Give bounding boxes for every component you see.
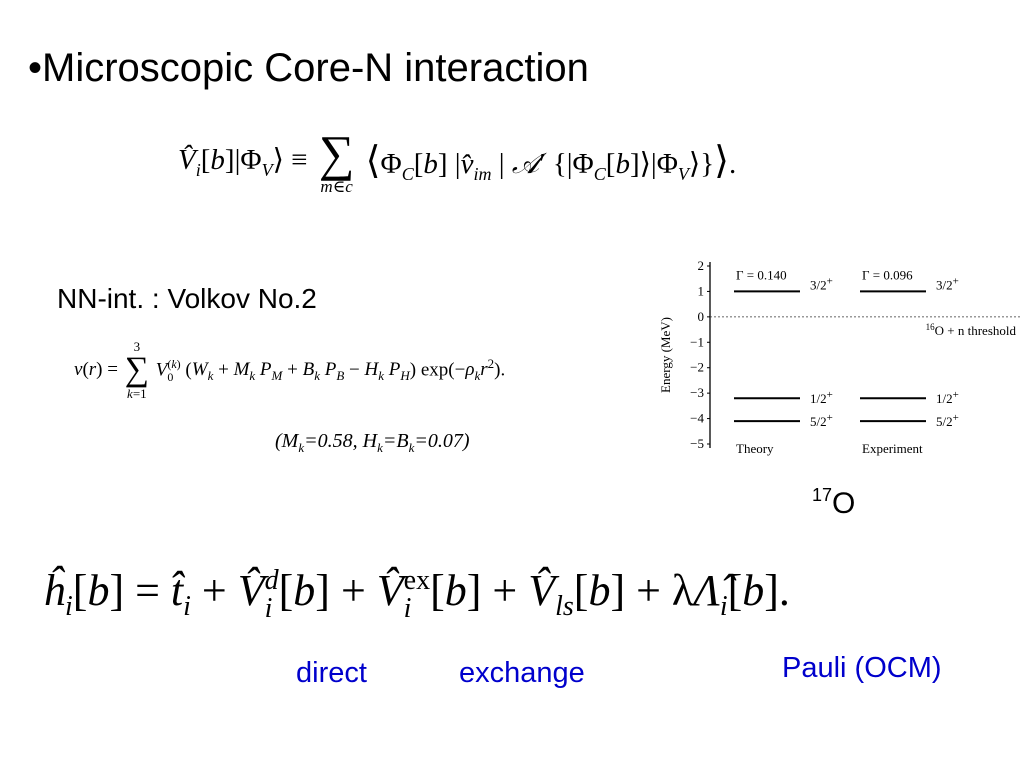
nn-interaction-label: NN-int. : Volkov No.2 xyxy=(57,283,317,314)
isotope-symbol: O xyxy=(832,487,856,520)
column-label: Theory xyxy=(736,441,774,456)
equation-core-potential: V̂i[b]|ΦV⟩ ≡ ∑ m∈c ⟨ΦC[b] |v̂im | 𝒜′ {|Φ… xyxy=(178,125,737,196)
energy-level-chart: 2 1 0 −1 −2 −3 −4 −5 Energy (MeV) 16O + n thresho… xyxy=(658,258,1022,456)
level-width-label: Γ = 0.096 xyxy=(862,267,913,282)
level-jp-label: 3/2+ xyxy=(936,275,959,292)
y-tick-label: −1 xyxy=(690,334,704,349)
y-axis-label: Energy (MeV) xyxy=(658,317,673,393)
isotope-mass: 17 xyxy=(812,485,833,505)
exchange-term-label: exchange xyxy=(459,657,585,689)
y-tick-label: −4 xyxy=(690,411,704,426)
equation-volkov: v(r) = 3 ∑ k=1 V(k)0 (Wk + Mk PM + Bk PB… xyxy=(74,339,506,401)
y-tick-label: −5 xyxy=(690,436,704,451)
direct-term-label: direct xyxy=(296,657,367,689)
volkov-parameters: (Mk=0.58, Hk=Bk=0.07) xyxy=(275,430,470,455)
level-jp-label: 1/2+ xyxy=(936,389,959,406)
y-tick-label: 2 xyxy=(698,258,705,273)
y-tick-label: −2 xyxy=(690,360,704,375)
pauli-term-label: Pauli (OCM) xyxy=(782,652,942,684)
level-jp-label: 5/2+ xyxy=(810,412,833,429)
level-jp-label: 1/2+ xyxy=(810,389,833,406)
threshold-label: 16O + n threshold xyxy=(926,322,1017,338)
y-tick-label: 0 xyxy=(698,309,705,324)
level-jp-label: 5/2+ xyxy=(936,412,959,429)
level-jp-label: 3/2+ xyxy=(810,275,833,292)
column-label: Experiment xyxy=(862,441,923,456)
y-tick-label: 1 xyxy=(698,283,705,298)
isotope-label: 17O xyxy=(812,485,855,521)
level-width-label: Γ = 0.140 xyxy=(736,267,787,282)
y-tick-label: −3 xyxy=(690,385,704,400)
slide-title: •Microscopic Core-N interaction xyxy=(28,46,589,90)
